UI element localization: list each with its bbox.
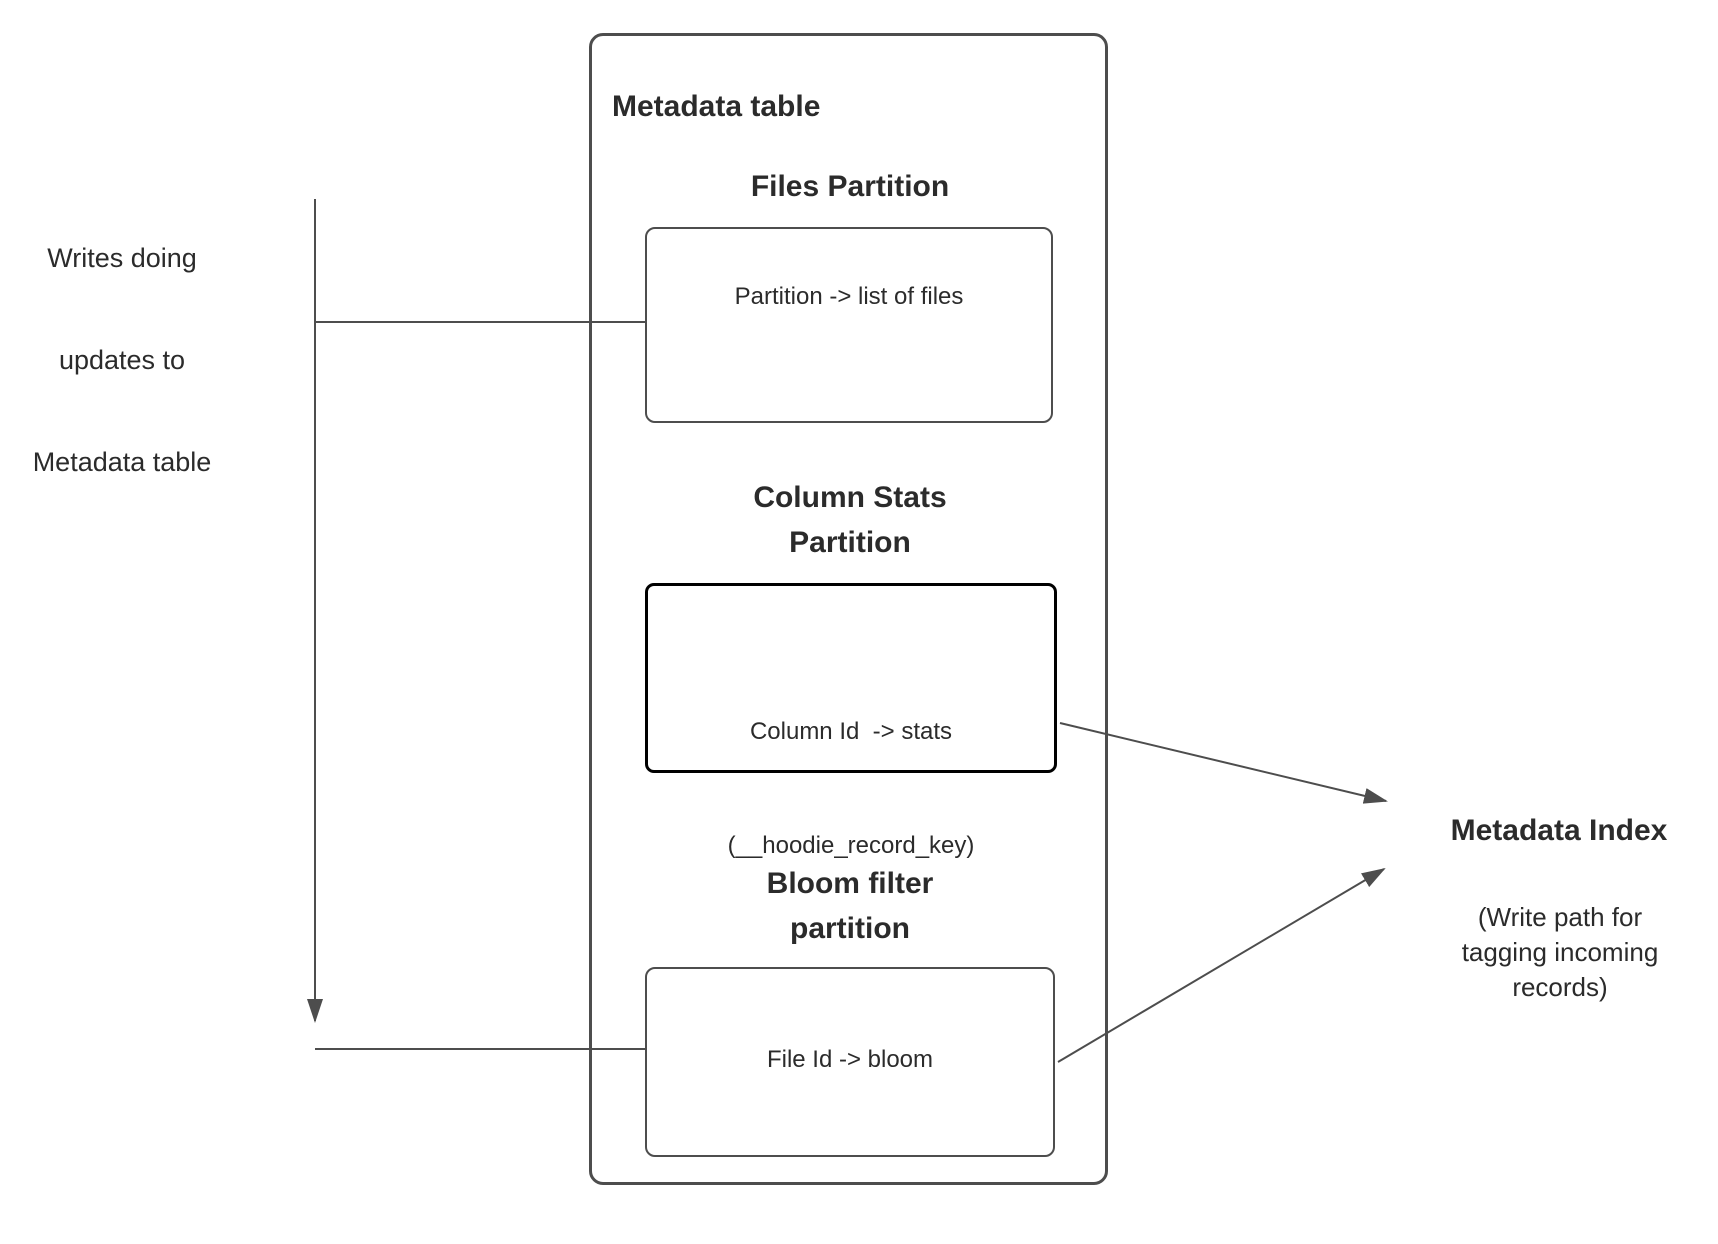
column-stats-label-line: (__hoodie_record_key) — [727, 832, 975, 859]
column-stats-partition-box: Column Id -> stats (__hoodie_record_key) — [645, 583, 1057, 859]
column-stats-heading-line: Column Stats — [753, 481, 947, 514]
files-partition-box: Partition -> list of files — [645, 227, 1053, 423]
metadata-index-caption-line: tagging incoming — [1461, 937, 1659, 967]
files-partition-label: Partition -> list of files — [734, 283, 964, 310]
column-stats-partition-heading: Column Stats Partition — [645, 475, 1055, 565]
metadata-index-caption: (Write path for tagging incoming records… — [1400, 900, 1718, 1005]
writes-note: Writes doing updates to Metadata table — [8, 173, 236, 547]
files-partition-heading: Files Partition — [750, 170, 950, 203]
metadata-index-caption-line: (Write path for — [1477, 902, 1643, 932]
writes-note-line: Metadata table — [32, 447, 212, 477]
writes-note-line: Writes doing — [47, 243, 197, 273]
metadata-table-box — [589, 33, 1108, 1185]
bloom-heading-line: Bloom filter — [766, 867, 934, 900]
writes-note-line: updates to — [58, 345, 186, 375]
column-stats-heading-line: Partition — [789, 526, 911, 559]
column-stats-to-index-arrow — [1059, 722, 1388, 804]
metadata-table-title: Metadata table — [612, 90, 821, 123]
column-stats-label-line: Column Id -> stats — [749, 718, 953, 745]
bloom-heading-line: partition — [790, 912, 910, 945]
bloom-filter-partition-box: File Id -> bloom — [645, 967, 1055, 1157]
metadata-index-caption-line: records) — [1512, 972, 1608, 1002]
column-stats-partition-label: Column Id -> stats (__hoodie_record_key) — [648, 637, 1054, 941]
bloom-filter-partition-label: File Id -> bloom — [766, 1046, 934, 1073]
bloom-filter-partition-heading: Bloom filter partition — [645, 861, 1055, 951]
metadata-index-title: Metadata Index — [1450, 814, 1668, 847]
